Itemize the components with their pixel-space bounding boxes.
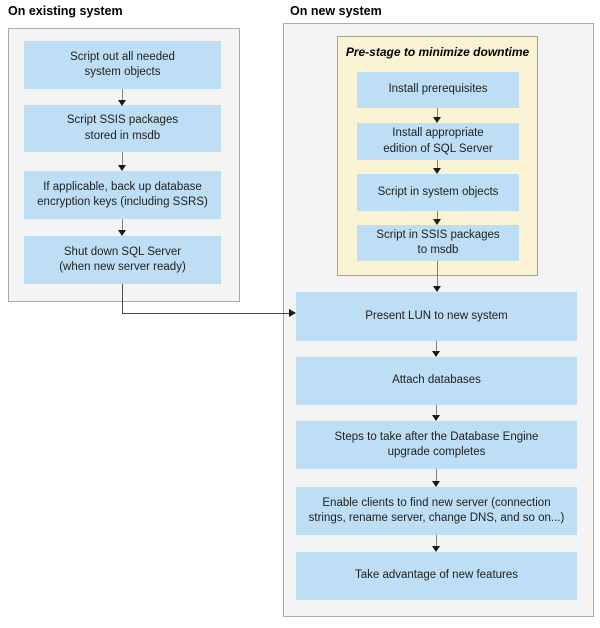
- step-install-prerequisites: Install prerequisites: [357, 72, 519, 108]
- step-install-sql-server-edition: Install appropriate edition of SQL Serve…: [357, 123, 519, 160]
- right-arrow-icon: [289, 309, 296, 317]
- existing-system-header: On existing system: [8, 4, 123, 18]
- down-arrow-icon: [432, 405, 441, 421]
- down-arrow-icon: [432, 469, 441, 487]
- cross-system-connector-vertical: [122, 284, 123, 314]
- step-script-ssis-packages: Script SSIS packages stored in msdb: [24, 105, 221, 152]
- step-take-advantage-new-features: Take advantage of new features: [296, 552, 577, 600]
- step-script-out-system-objects: Script out all needed system objects: [24, 41, 221, 89]
- down-arrow-icon: [432, 535, 441, 552]
- down-arrow-icon: [118, 152, 127, 171]
- step-attach-databases: Attach databases: [296, 357, 577, 405]
- cross-system-connector-horizontal: [122, 313, 289, 314]
- down-arrow-icon: [118, 89, 127, 106]
- down-arrow-icon: [118, 219, 127, 236]
- down-arrow-icon: [433, 160, 442, 174]
- step-enable-clients: Enable clients to find new server (conne…: [296, 487, 577, 535]
- prestage-title: Pre-stage to minimize downtime: [345, 45, 530, 59]
- step-backup-encryption-keys: If applicable, back up database encrypti…: [24, 171, 221, 219]
- down-arrow-icon: [433, 108, 442, 123]
- step-after-upgrade-completes: Steps to take after the Database Engine …: [296, 421, 577, 469]
- step-script-in-system-objects: Script in system objects: [357, 174, 519, 211]
- down-arrow-icon: [432, 341, 441, 357]
- down-arrow-icon: [433, 261, 442, 292]
- step-script-in-ssis-packages: Script in SSIS packages to msdb: [357, 225, 519, 261]
- step-present-lun: Present LUN to new system: [296, 292, 577, 341]
- step-shut-down-sql-server: Shut down SQL Server (when new server re…: [24, 236, 221, 284]
- new-system-header: On new system: [290, 4, 382, 18]
- down-arrow-icon: [433, 211, 442, 225]
